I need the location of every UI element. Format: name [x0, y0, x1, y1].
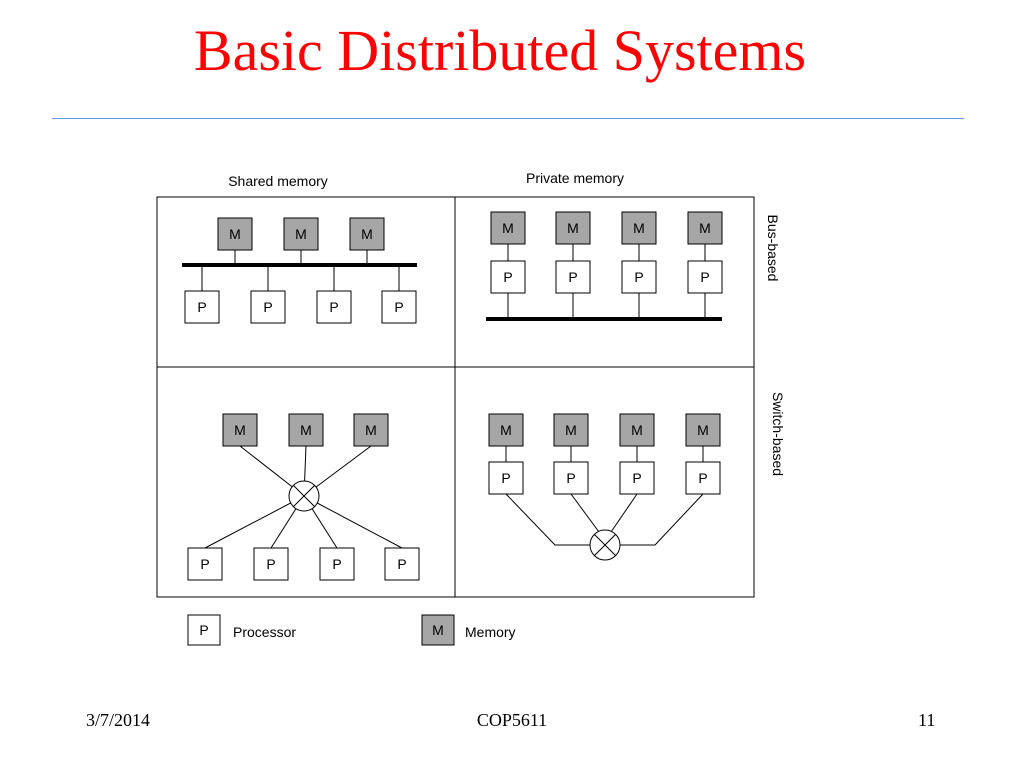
memory-node-label: M [565, 422, 577, 438]
memory-node [490, 211, 526, 245]
processor-node [253, 547, 289, 581]
memory-node-label: M [502, 220, 514, 236]
processor-node-label: P [397, 556, 406, 572]
memory-node-label: M [697, 422, 709, 438]
processor-node [490, 260, 526, 294]
memory-node-label: M [365, 422, 377, 438]
memory-node-label: M [633, 220, 645, 236]
legend-processor-swatch [187, 614, 221, 646]
footer-course: COP5611 [476, 710, 548, 730]
connector-line [303, 495, 403, 549]
memory-node-label: M [234, 422, 246, 438]
crossbar-switch-x [293, 485, 315, 507]
memory-node-label: M [300, 422, 312, 438]
connector-line [620, 493, 704, 546]
memory-node-label: M [631, 422, 643, 438]
memory-node [621, 211, 657, 245]
title-divider [52, 118, 964, 119]
memory-node [217, 217, 253, 251]
processor-node [316, 290, 352, 324]
processor-node-label: P [568, 269, 577, 285]
memory-node [685, 413, 721, 447]
memory-node-label: M [361, 226, 373, 242]
column-label-shared-memory: Shared memory [228, 173, 328, 189]
processor-node [184, 290, 220, 324]
memory-node [687, 211, 723, 245]
memory-node-label: M [229, 226, 241, 242]
processor-node-label: P [332, 556, 341, 572]
connector-line [570, 493, 600, 533]
processor-node [619, 461, 655, 495]
slide-title: Basic Distributed Systems [193, 18, 807, 83]
footer-page-number: 11 [918, 710, 936, 730]
processor-node [384, 547, 420, 581]
legend-memory-label: Memory [465, 624, 516, 640]
processor-node [555, 260, 591, 294]
memory-node [222, 413, 258, 447]
memory-node-label: M [567, 220, 579, 236]
memory-node [353, 413, 389, 447]
memory-node-label: M [500, 422, 512, 438]
processor-node [685, 461, 721, 495]
legend-memory-glyph: M [432, 622, 444, 638]
column-label-private-memory: Private memory [526, 170, 624, 186]
processor-node-label: P [634, 269, 643, 285]
processor-node-label: P [197, 299, 206, 315]
processor-node-label: P [263, 299, 272, 315]
memory-node [555, 211, 591, 245]
memory-node-label: M [295, 226, 307, 242]
processor-node-label: P [566, 470, 575, 486]
processor-node [553, 461, 589, 495]
row-label-bus-based: Bus-based [765, 215, 781, 282]
memory-node [283, 217, 319, 251]
processor-node [319, 547, 355, 581]
memory-node-label: M [699, 220, 711, 236]
processor-node-label: P [329, 299, 338, 315]
processor-node-label: P [200, 556, 209, 572]
row-label-switch-based: Switch-based [770, 392, 786, 476]
processor-node [187, 547, 223, 581]
processor-node-label: P [700, 269, 709, 285]
processor-node-label: P [632, 470, 641, 486]
legend-processor-glyph: P [199, 622, 208, 638]
crossbar-switch-x [594, 534, 616, 556]
processor-node [488, 461, 524, 495]
processor-node [381, 290, 417, 324]
processor-node-label: P [266, 556, 275, 572]
legend-processor-label: Processor [233, 624, 296, 640]
processor-node-label: P [394, 299, 403, 315]
processor-node-label: P [501, 470, 510, 486]
footer-date: 3/7/2014 [86, 710, 151, 730]
processor-node-label: P [503, 269, 512, 285]
memory-node [288, 413, 324, 447]
memory-node [349, 217, 385, 251]
connector-line [505, 493, 590, 546]
connector-line [610, 493, 638, 533]
legend-memory-swatch [421, 614, 455, 646]
processor-node [250, 290, 286, 324]
memory-node [488, 413, 524, 447]
connector-line [204, 495, 305, 549]
processor-node-label: P [698, 470, 707, 486]
